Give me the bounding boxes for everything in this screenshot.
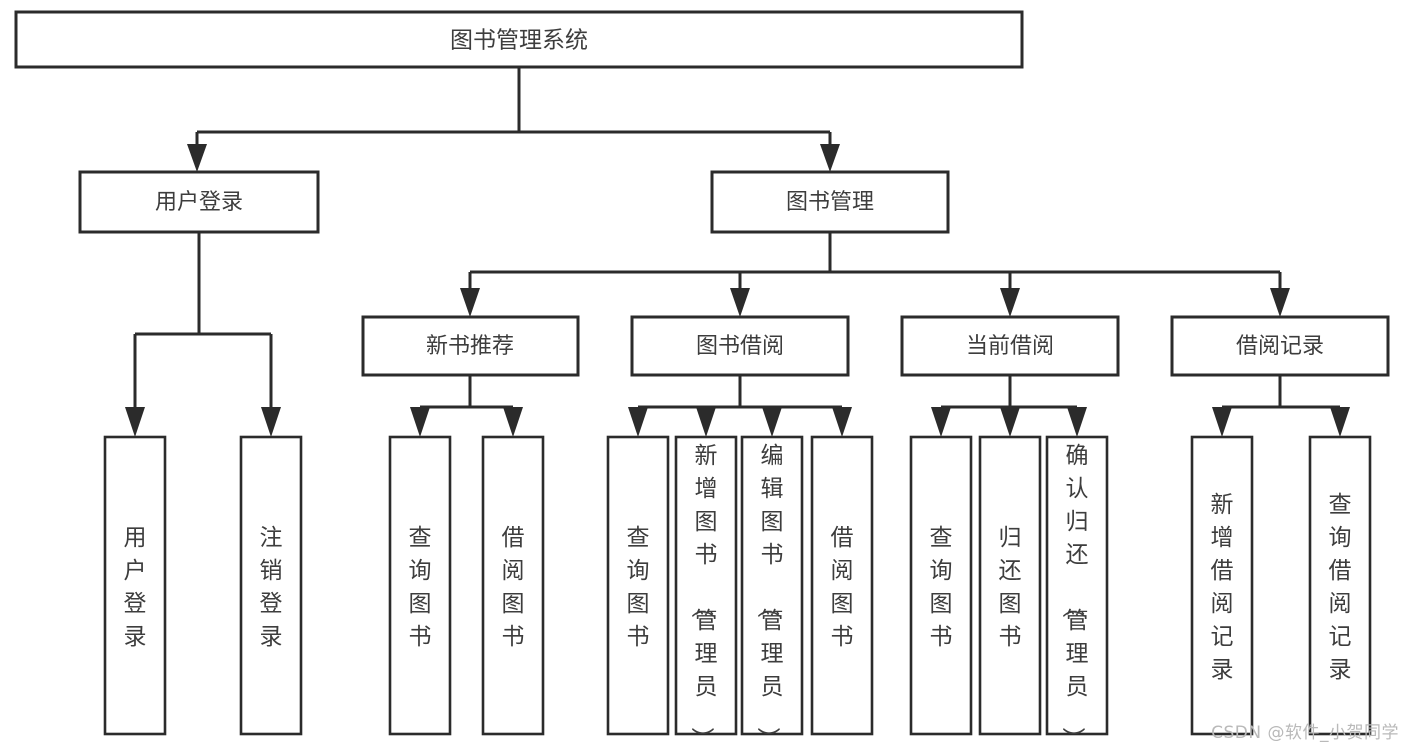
leaf-node-query-book-1-label: 查询图书 — [409, 525, 432, 650]
node-book-manage-label: 图书管理 — [786, 190, 874, 215]
node-new-book-recommend[interactable]: 新书推荐 — [361, 315, 580, 377]
arrow-head-leaf-borrow-book-1 — [503, 407, 523, 437]
node-borrow-record-label: 借阅记录 — [1236, 334, 1324, 359]
node-user-login-label: 用户登录 — [155, 190, 243, 215]
leaf-node-return-book-label: 归还图书 — [999, 525, 1022, 650]
leaf-node-user-login-label: 用户登录 — [124, 525, 147, 650]
leaf-node-return-book[interactable]: 归还图书 — [978, 435, 1042, 736]
node-root[interactable]: 图书管理系统 — [14, 10, 1024, 69]
arrow-head-user-login — [187, 144, 207, 172]
arrow-head-book-borrow — [730, 288, 750, 317]
leaf-node-borrow-book-1-box[interactable] — [481, 435, 545, 736]
leaf-node-query-book-3-label: 查询图书 — [930, 525, 953, 650]
node-book-manage[interactable]: 图书管理 — [710, 170, 950, 234]
leaf-node-query-book-2-box[interactable] — [606, 435, 670, 736]
node-book-borrow-label: 图书借阅 — [696, 334, 784, 359]
arrow-head-borrow-record — [1270, 288, 1290, 317]
node-book-borrow[interactable]: 图书借阅 — [630, 315, 850, 377]
node-new-book-recommend-label: 新书推荐 — [426, 334, 514, 359]
node-new-book-recommend-box[interactable] — [361, 315, 580, 377]
leaf-node-edit-book-box[interactable] — [740, 435, 804, 736]
leaf-node-user-login[interactable]: 用户登录 — [103, 435, 167, 736]
leaf-node-borrow-book-2-label: 借阅图书 — [831, 525, 854, 650]
leaf-node-borrow-book-2[interactable]: 借阅图书 — [810, 435, 874, 736]
leaf-node-user-logout[interactable]: 注销登录 — [239, 435, 303, 736]
arrow-head-book-manage — [820, 144, 840, 172]
leaf-node-add-record-label: 新增借阅记录 — [1211, 492, 1234, 683]
arrow-head-leaf-edit-book — [762, 407, 782, 437]
node-book-manage-box[interactable] — [710, 170, 950, 234]
leaf-node-edit-book-label: 编辑图书（管理员） — [755, 443, 784, 747]
leaf-node-query-book-1[interactable]: 查询图书 — [388, 435, 452, 736]
arrow-head-leaf-user-logout — [261, 407, 281, 437]
leaf-node-confirm-return[interactable]: 确认归还（管理员） — [1045, 435, 1109, 747]
node-root-box[interactable] — [14, 10, 1024, 69]
leaf-node-query-record-box[interactable] — [1308, 435, 1372, 736]
node-current-borrow-label: 当前借阅 — [966, 334, 1054, 359]
leaf-node-query-book-1-box[interactable] — [388, 435, 452, 736]
leaf-node-edit-book[interactable]: 编辑图书（管理员） — [740, 435, 804, 747]
leaf-node-add-record-box[interactable] — [1190, 435, 1254, 736]
leaf-node-user-logout-label: 注销登录 — [260, 525, 283, 650]
leaf-node-add-book[interactable]: 新增图书（管理员） — [674, 435, 738, 747]
leaf-node-user-login-box[interactable] — [103, 435, 167, 736]
node-root-label: 图书管理系统 — [450, 28, 588, 54]
leaf-node-return-book-box[interactable] — [978, 435, 1042, 736]
node-book-borrow-box[interactable] — [630, 315, 850, 377]
arrow-head-leaf-add-record — [1212, 407, 1232, 437]
leaf-node-borrow-book-1-label: 借阅图书 — [502, 525, 525, 650]
arrow-head-leaf-add-book — [696, 407, 716, 437]
arrow-head-leaf-query-book-3 — [931, 407, 951, 437]
leaf-node-add-book-box[interactable] — [674, 435, 738, 736]
node-user-login[interactable]: 用户登录 — [78, 170, 320, 234]
csdn-watermark: CSDN @软件_小贺同学 — [1211, 723, 1399, 743]
leaf-node-query-book-2-label: 查询图书 — [627, 525, 650, 650]
node-current-borrow[interactable]: 当前借阅 — [900, 315, 1120, 377]
node-borrow-record-box[interactable] — [1170, 315, 1390, 377]
arrow-head-leaf-query-book-1 — [410, 407, 430, 437]
node-borrow-record[interactable]: 借阅记录 — [1170, 315, 1390, 377]
leaf-node-borrow-book-2-box[interactable] — [810, 435, 874, 736]
leaf-node-query-book-2[interactable]: 查询图书 — [606, 435, 670, 736]
arrow-head-leaf-confirm-return — [1067, 407, 1087, 437]
leaf-node-query-record-label: 查询借阅记录 — [1329, 492, 1352, 683]
leaf-node-query-book-3-box[interactable] — [909, 435, 973, 736]
arrow-head-leaf-return-book — [1000, 407, 1020, 437]
leaf-node-confirm-return-label: 确认归还（管理员） — [1060, 443, 1089, 747]
arrow-head-leaf-query-record — [1330, 407, 1350, 437]
arrow-head-new-book-recommend — [460, 288, 480, 317]
arrow-head-leaf-user-login — [125, 407, 145, 437]
connectors-layer — [125, 67, 1350, 437]
node-current-borrow-box[interactable] — [900, 315, 1120, 377]
leaf-node-borrow-book-1[interactable]: 借阅图书 — [481, 435, 545, 736]
leaf-node-add-record[interactable]: 新增借阅记录 — [1190, 435, 1254, 736]
leaf-node-add-book-label: 新增图书（管理员） — [689, 443, 718, 747]
arrow-head-leaf-borrow-book-2 — [832, 407, 852, 437]
leaf-node-confirm-return-box[interactable] — [1045, 435, 1109, 736]
node-user-login-box[interactable] — [78, 170, 320, 234]
arrow-head-leaf-query-book-2 — [628, 407, 648, 437]
arrow-head-current-borrow — [1000, 288, 1020, 317]
leaf-node-query-book-3[interactable]: 查询图书 — [909, 435, 973, 736]
leaf-node-query-record[interactable]: 查询借阅记录 — [1308, 435, 1372, 736]
leaf-node-user-logout-box[interactable] — [239, 435, 303, 736]
